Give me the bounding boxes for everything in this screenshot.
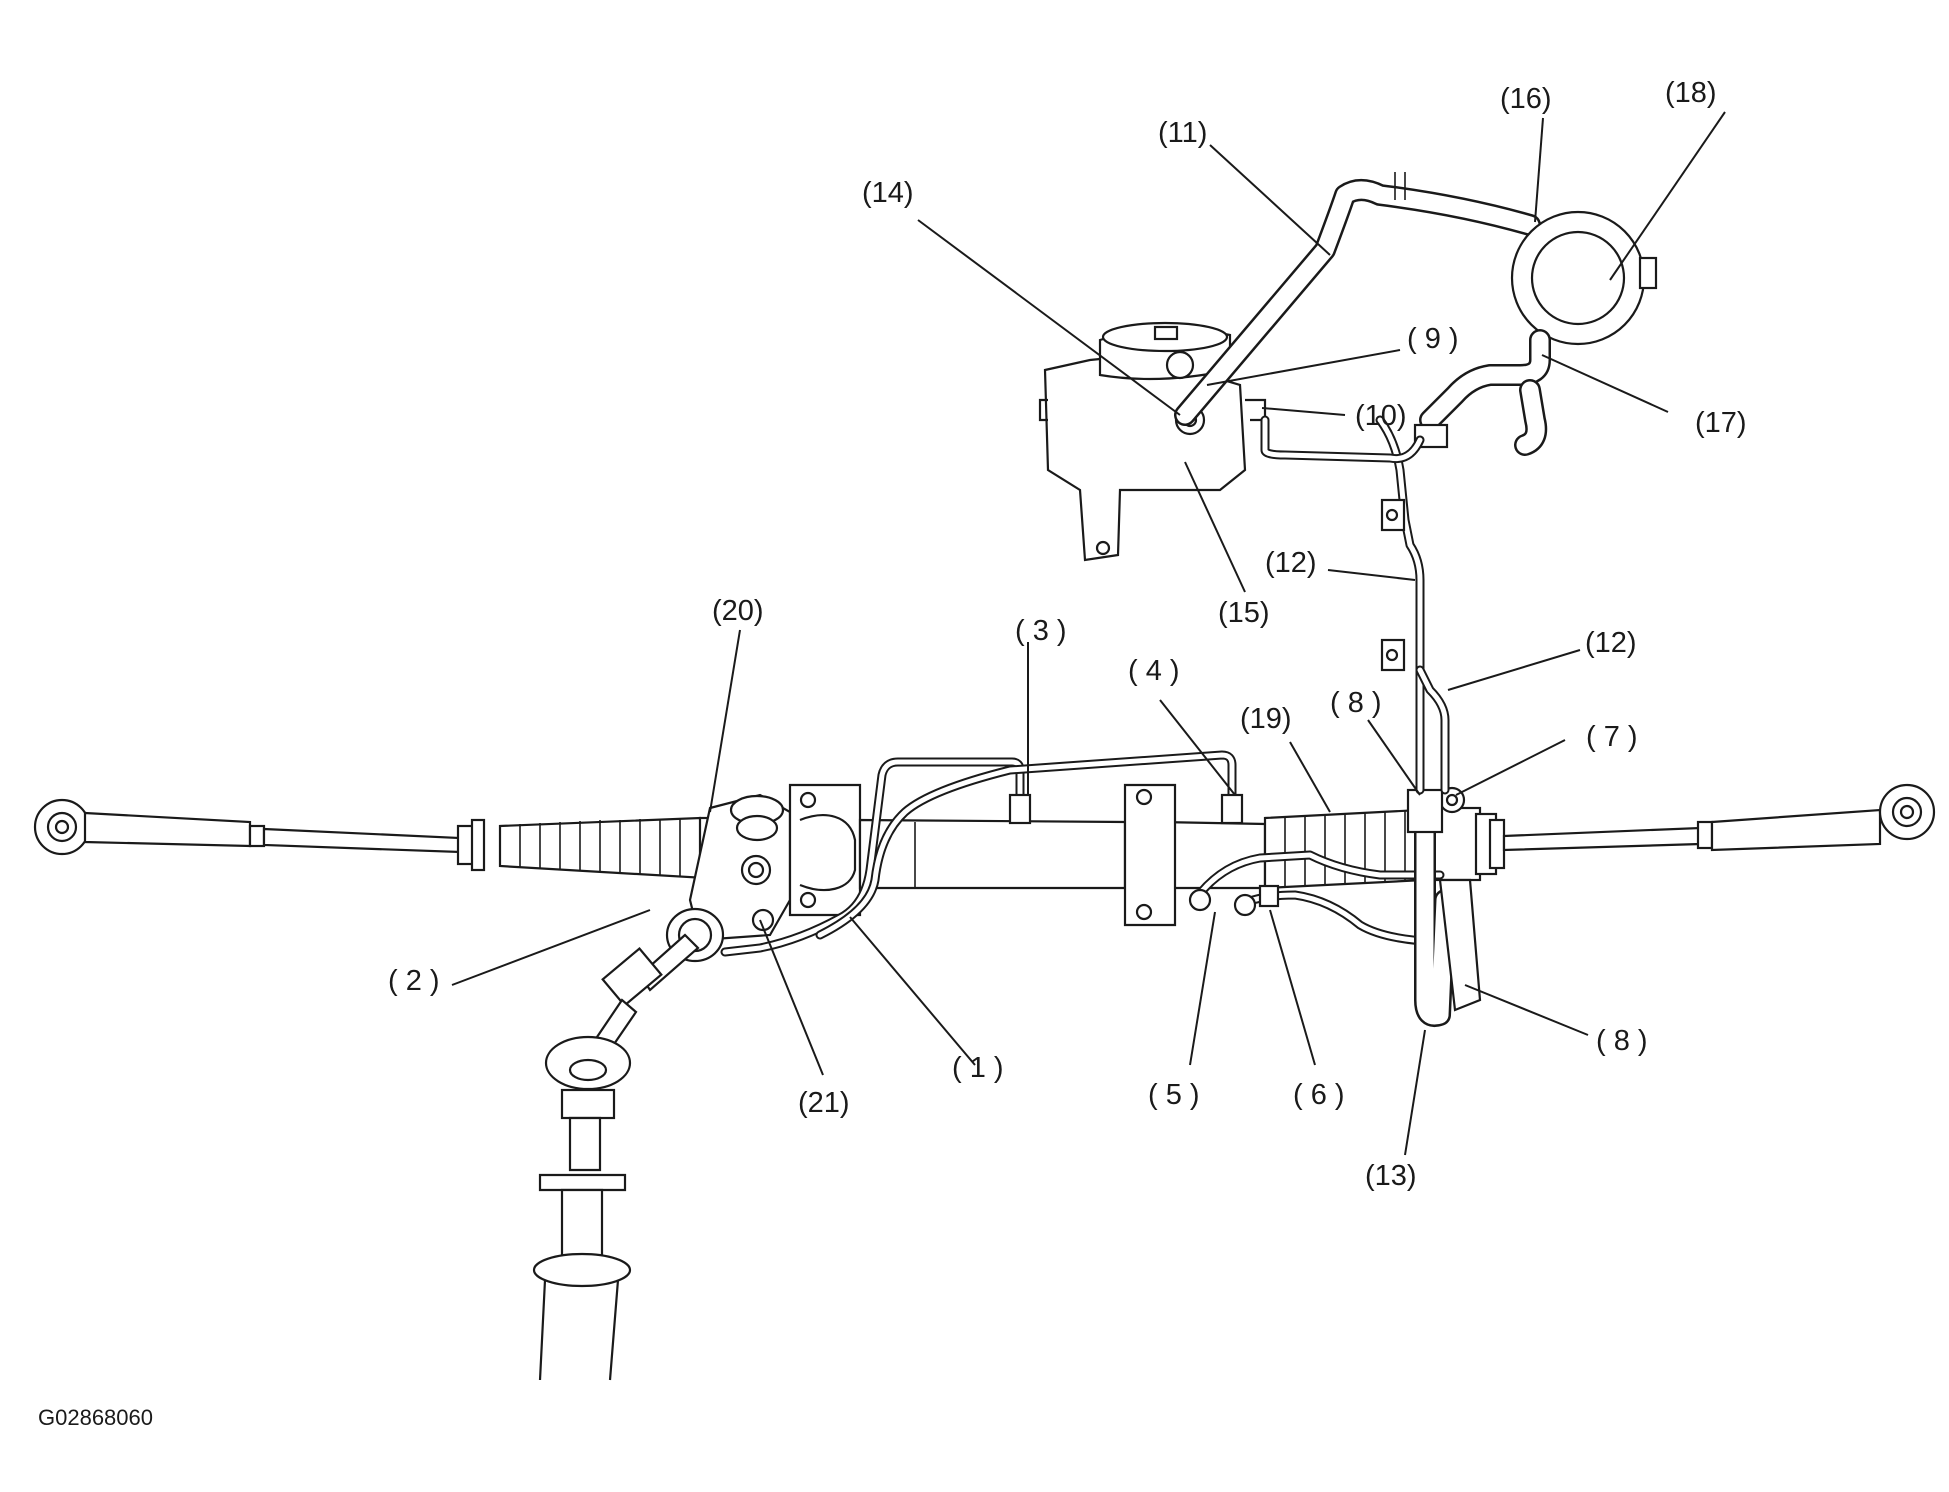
callout-1: ( 1 ) [952, 1052, 1004, 1084]
right-pressure-return-lines [1188, 850, 1445, 947]
callout-12-lower: (12) [1585, 627, 1637, 659]
callout-12-upper: (12) [1265, 547, 1317, 579]
callout-15: (15) [1218, 597, 1270, 629]
callout-4: ( 4 ) [1128, 655, 1180, 687]
return-hose [1375, 415, 1450, 795]
callout-labels: ( 1 ) ( 2 ) ( 3 ) ( 4 ) ( 5 ) ( 6 ) ( 7 … [388, 77, 1747, 1192]
callout-9: ( 9 ) [1407, 323, 1459, 355]
callout-3: ( 3 ) [1015, 615, 1067, 647]
rack-feed-lines [720, 750, 1244, 957]
steering-universal-joint [532, 933, 700, 1381]
figure-code: G02868060 [38, 1405, 153, 1430]
callout-6: ( 6 ) [1293, 1079, 1345, 1111]
left-tie-rod [33, 798, 486, 872]
suction-hose [1260, 329, 1551, 464]
callout-2: ( 2 ) [388, 965, 440, 997]
oil-reservoir-tank [1510, 210, 1658, 346]
callout-18: (18) [1665, 77, 1717, 109]
pressure-hose [1406, 788, 1482, 1027]
return-pipe [1174, 172, 1541, 426]
right-tie-rod [1502, 783, 1936, 852]
callout-7: ( 7 ) [1586, 721, 1638, 753]
gearbox-valve-housing [665, 793, 792, 963]
rack-tube [858, 818, 1267, 890]
leader-lines [451, 111, 1726, 1156]
callout-8-upper: ( 8 ) [1330, 687, 1382, 719]
callout-19: (19) [1240, 703, 1292, 735]
callout-20: (20) [712, 595, 764, 627]
left-mount-clamp [788, 783, 862, 917]
callout-8-lower: ( 8 ) [1596, 1025, 1648, 1057]
callout-21: (21) [798, 1087, 850, 1119]
center-mount-clamp [1123, 783, 1177, 927]
callout-16: (16) [1500, 83, 1552, 115]
callout-10: (10) [1355, 400, 1407, 432]
callout-11: (11) [1158, 117, 1207, 149]
left-rack-boot [498, 816, 716, 880]
callout-17: (17) [1695, 407, 1747, 439]
callout-13: (13) [1365, 1160, 1417, 1192]
callout-5: ( 5 ) [1148, 1079, 1200, 1111]
callout-14: (14) [862, 177, 914, 209]
